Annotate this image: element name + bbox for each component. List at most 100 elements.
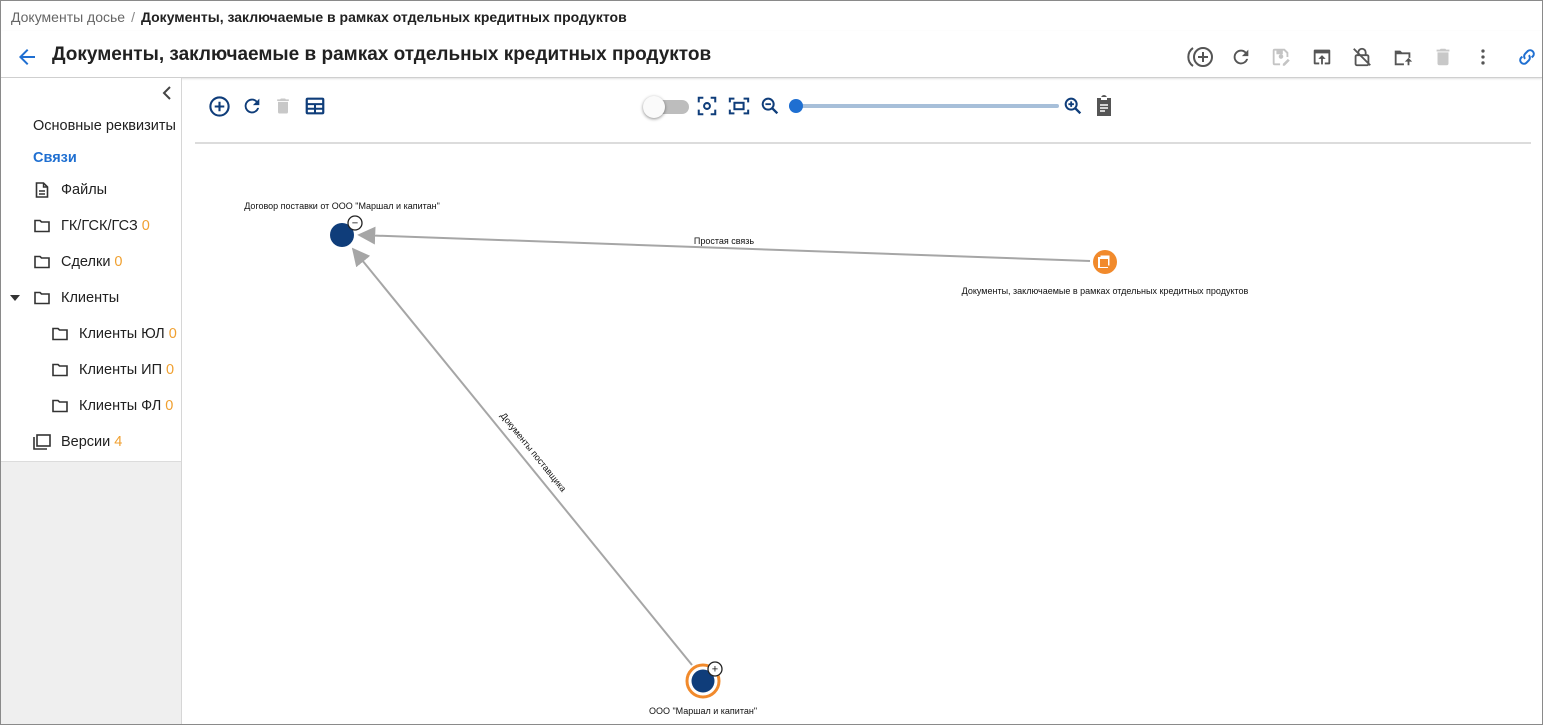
- graph-node[interactable]: Документы, заключаемые в рамках отдельны…: [962, 250, 1249, 296]
- edge-line: [357, 226, 1091, 262]
- graph-node[interactable]: Договор поставки от ООО "Маршал и капита…: [244, 201, 440, 247]
- more-vert-icon: [1481, 49, 1485, 65]
- add-link-icon: [1187, 47, 1213, 67]
- sidebar-item-label: Клиенты ФЛ: [79, 398, 162, 414]
- node-badge: +: [712, 664, 718, 676]
- breadcrumb-parent-link[interactable]: Документы досье: [11, 9, 126, 25]
- refresh-graph-button[interactable]: [240, 94, 264, 118]
- sidebar-item-gk[interactable]: ГК/ГСК/ГСЗ 0: [33, 214, 150, 238]
- clipboard-icon: [1097, 95, 1111, 116]
- add-circle-icon: [208, 95, 230, 117]
- sidebar-item-label: Основные реквизиты: [33, 118, 176, 134]
- clipboard-button[interactable]: [1092, 94, 1116, 118]
- page-title: Документы, заключаемые в рамках отдельны…: [52, 44, 712, 65]
- versions-icon: [33, 433, 51, 451]
- save-edit-icon: [1272, 48, 1290, 66]
- folder-icon: [33, 217, 51, 235]
- node-label: Договор поставки от ООО "Маршал и капита…: [244, 201, 440, 211]
- folder-upload-icon: [1394, 50, 1413, 66]
- delete-node-button[interactable]: [271, 94, 295, 118]
- breadcrumb: Документы досье / Документы, заключаемые…: [11, 9, 627, 25]
- expand-arrow-icon[interactable]: [9, 294, 23, 302]
- more-menu-button[interactable]: [1470, 44, 1496, 70]
- breadcrumb-current: Документы, заключаемые в рамках отдельны…: [140, 9, 627, 25]
- sidebar-item-count: 0: [114, 254, 123, 270]
- sidebar-item-clients-ip[interactable]: Клиенты ИП 0: [51, 358, 174, 382]
- expand-node-button[interactable]: +: [707, 661, 723, 677]
- sidebar-item-clients-ul[interactable]: Клиенты ЮЛ 0: [51, 322, 177, 346]
- document-icon: [33, 181, 51, 199]
- folder-icon: [33, 253, 51, 271]
- sidebar-item-count: 4: [114, 434, 123, 450]
- node-circle[interactable]: [691, 669, 715, 693]
- zoom-slider[interactable]: [789, 99, 1059, 113]
- sidebar-item-label: Версии: [61, 434, 111, 450]
- sidebar-item-count: 0: [141, 218, 150, 234]
- collapse-sidebar-button[interactable]: [159, 84, 175, 102]
- folder-upload-button[interactable]: [1390, 44, 1416, 70]
- folder-icon: [51, 397, 69, 415]
- node-label: ООО "Маршал и капитан": [649, 706, 757, 716]
- save-edit-button[interactable]: [1268, 44, 1294, 70]
- sidebar-item-label: Связи: [33, 150, 77, 166]
- sidebar-nav: Основные реквизиты Связи Файлы ГК/ГСК/ГС…: [1, 78, 181, 462]
- refresh-icon: [1233, 49, 1249, 65]
- unlock-button[interactable]: [1349, 44, 1375, 70]
- fit-screen-button[interactable]: [727, 94, 751, 118]
- table-view-button[interactable]: [303, 94, 327, 118]
- zoom-in-button[interactable]: [1061, 94, 1085, 118]
- node-label: Документы, заключаемые в рамках отдельны…: [962, 286, 1249, 296]
- header-actions: [1, 44, 1542, 70]
- toolbar-divider: [195, 142, 1531, 144]
- graph-edge[interactable]: Документы поставщика: [351, 247, 693, 666]
- sidebar-item-deals[interactable]: Сделки 0: [33, 250, 123, 274]
- sidebar-item-versions[interactable]: Версии 4: [33, 430, 122, 454]
- add-node-button[interactable]: [207, 94, 231, 118]
- zoom-out-button[interactable]: [758, 94, 782, 118]
- sidebar: Основные реквизиты Связи Файлы ГК/ГСК/ГС…: [1, 78, 182, 724]
- sidebar-item-label: ГК/ГСК/ГСЗ: [61, 218, 138, 234]
- edge-label: Простая связь: [694, 236, 755, 246]
- sidebar-item-main-details[interactable]: Основные реквизиты: [33, 114, 176, 138]
- add-link-button[interactable]: [1187, 44, 1215, 70]
- folder-icon: [51, 325, 69, 343]
- sidebar-item-clients[interactable]: Клиенты: [9, 286, 119, 310]
- copy-link-button[interactable]: [1514, 44, 1540, 70]
- focus-icon: [697, 96, 717, 116]
- open-in-window-icon: [1313, 49, 1331, 65]
- sidebar-item-clients-fl[interactable]: Клиенты ФЛ 0: [51, 394, 173, 418]
- sidebar-item-count: 0: [165, 398, 174, 414]
- toggle-knob: [643, 96, 665, 118]
- sidebar-item-count: 0: [168, 326, 177, 342]
- zoom-slider-thumb[interactable]: [789, 99, 803, 113]
- arrow-back-icon: [19, 49, 35, 65]
- sidebar-item-count: 0: [166, 362, 175, 378]
- relations-graph[interactable]: Простая связь Документы поставщика Догов…: [182, 144, 1542, 724]
- back-button[interactable]: [15, 45, 39, 69]
- chevron-left-icon: [162, 86, 171, 100]
- node-circle[interactable]: [330, 223, 354, 247]
- graph-node[interactable]: + ООО "Маршал и капитан": [649, 661, 757, 716]
- sidebar-item-label: Клиенты: [61, 290, 120, 306]
- delete-icon: [1436, 48, 1450, 66]
- open-in-window-button[interactable]: [1309, 44, 1335, 70]
- collapse-node-button[interactable]: −: [347, 215, 363, 231]
- refresh-button[interactable]: [1228, 44, 1254, 70]
- copy-folder-icon: [1098, 254, 1111, 268]
- edge-label: Документы поставщика: [498, 411, 568, 494]
- graph-edge[interactable]: Простая связь: [357, 226, 1091, 262]
- delete-button[interactable]: [1430, 44, 1456, 70]
- sidebar-item-links[interactable]: Связи: [33, 146, 77, 170]
- sidebar-item-files[interactable]: Файлы: [33, 178, 107, 202]
- folder-icon: [51, 361, 69, 379]
- sidebar-item-label: Клиенты ЮЛ: [79, 326, 165, 342]
- layout-toggle[interactable]: [643, 96, 691, 118]
- focus-button[interactable]: [695, 94, 719, 118]
- fit-screen-icon: [728, 97, 750, 115]
- zoom-out-icon: [761, 97, 779, 115]
- folder-icon: [33, 289, 51, 307]
- sidebar-item-label: Сделки: [61, 254, 111, 270]
- link-icon: [1519, 49, 1535, 65]
- breadcrumb-separator: /: [131, 9, 135, 25]
